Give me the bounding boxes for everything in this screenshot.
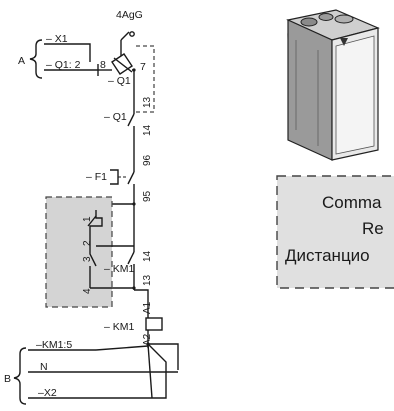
- km1-terminal-14: 14: [142, 250, 153, 262]
- enclosure-box-photo: [286, 9, 380, 161]
- group-b-label: B: [4, 373, 11, 385]
- remote-terminal-1: 1: [82, 216, 93, 222]
- km1-terminal-13: 13: [142, 274, 153, 286]
- coil-terminal-a1: A1: [142, 301, 153, 314]
- terminal-x1: – X1: [46, 33, 68, 45]
- terminal-x2: –X2: [38, 387, 57, 399]
- legend-line-3: Дистанцио: [285, 246, 370, 265]
- switch-label: 4AgG: [116, 9, 143, 21]
- remote-terminal-2: 2: [82, 240, 93, 246]
- group-a-brace: [29, 39, 43, 79]
- remote-terminal-3: 3: [82, 256, 93, 262]
- coil-label: – KM1: [104, 321, 135, 333]
- q1-terminal-8: 8: [100, 59, 106, 71]
- km1-coil: [145, 317, 163, 331]
- remote-control-block: [45, 196, 113, 308]
- q1-terminal-7: 7: [140, 61, 146, 73]
- f1-label: – F1: [86, 171, 107, 183]
- legend-box: Comma Re Дистанцио: [276, 175, 394, 289]
- terminal-n: N: [40, 361, 48, 373]
- remote-terminal-4: 4: [82, 288, 93, 294]
- terminal-q1-2: – Q1: 2: [46, 59, 81, 71]
- legend-line-1: Comma: [322, 193, 382, 212]
- group-b-brace: [13, 347, 27, 405]
- f1-terminal-96: 96: [142, 154, 153, 166]
- km1-contact-label: – KM1: [104, 263, 135, 275]
- f1-terminal-95: 95: [142, 190, 153, 202]
- coil-terminal-a2: A2: [142, 333, 153, 346]
- terminal-km1-5: –KM1:5: [36, 339, 72, 351]
- q1-terminal-14: 14: [142, 124, 153, 136]
- q1-mid-label: – Q1: [104, 111, 127, 123]
- q1-top-label: – Q1: [108, 75, 131, 87]
- terminal-dots: [132, 68, 150, 346]
- q1-terminal-13: 13: [142, 96, 153, 108]
- group-a-label: A: [18, 55, 25, 67]
- legend-line-2: Re: [362, 219, 384, 238]
